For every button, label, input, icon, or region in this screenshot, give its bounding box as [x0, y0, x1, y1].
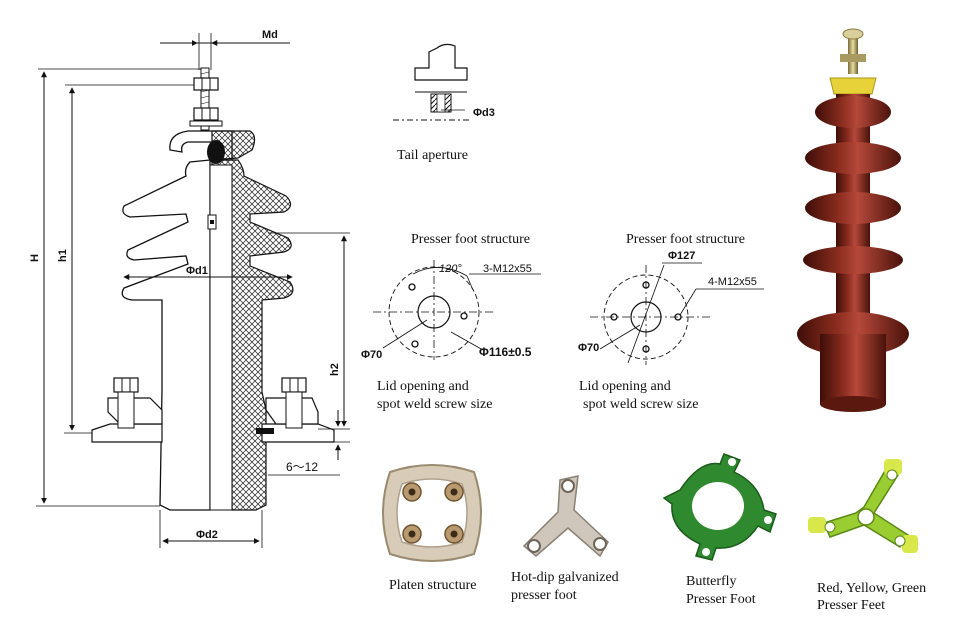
tail-aperture-drawing: Φd3	[393, 43, 495, 121]
presser-foot-4-caption-2: spot weld screw size	[583, 397, 699, 412]
outer-dia-3-label: Φ116±0.5	[479, 345, 532, 359]
gap-label: 6～12	[286, 460, 318, 474]
platen-structure-photo	[382, 464, 482, 562]
product-caption-platen: Platen structure	[389, 578, 477, 593]
presser-foot-4-caption-1: Lid opening and	[579, 379, 671, 394]
outer-dia-4-label: Φ127	[668, 250, 695, 262]
d2-label: Φd2	[196, 529, 218, 541]
inner-dia-4-label: Φ70	[578, 342, 599, 354]
porcelain-bushing-photo	[797, 28, 909, 412]
product-caption-butterfly-2: Presser Foot	[686, 592, 756, 607]
screws-4-label: 4-M12x55	[708, 276, 757, 288]
product-caption-hot-dip-2: presser foot	[511, 588, 577, 603]
hot-dip-galvanized-presser-foot-photo	[522, 475, 609, 558]
tail-aperture-caption: Tail aperture	[397, 148, 468, 163]
d3-label: Φd3	[473, 107, 495, 119]
presser-foot-3-caption-1: Lid opening and	[377, 379, 469, 394]
d1-label: Φd1	[186, 265, 208, 277]
product-caption-ryg-2: Presser Feet	[817, 598, 886, 613]
inner-dia-3-label: Φ70	[361, 349, 382, 361]
red-yellow-green-presser-feet-photo	[808, 459, 918, 553]
presser-foot-4-title: Presser foot structure	[626, 232, 745, 247]
product-caption-butterfly-1: Butterfly	[686, 574, 737, 589]
presser-foot-3-diagram: 120° 3-M12x55 Φ70 Φ116±0.5	[361, 260, 541, 361]
screws-3-label: 3-M12x55	[483, 263, 532, 275]
presser-foot-4-diagram: Φ127 4-M12x55 Φ70	[578, 250, 764, 365]
H-label: H	[29, 254, 41, 262]
bushing-technical-drawing: Md H h1 h2 Φd1 Φd2 6～12	[29, 29, 350, 548]
butterfly-presser-foot-photo	[662, 453, 777, 561]
product-caption-hot-dip-1: Hot-dip galvanized	[511, 570, 619, 585]
presser-foot-3-title: Presser foot structure	[411, 232, 530, 247]
presser-foot-3-caption-2: spot weld screw size	[377, 397, 493, 412]
product-caption-ryg-1: Red, Yellow, Green	[817, 581, 927, 596]
h2-label: h2	[329, 363, 341, 376]
md-label: Md	[262, 29, 278, 41]
h1-label: h1	[57, 249, 69, 262]
angle-label: 120°	[439, 263, 462, 275]
